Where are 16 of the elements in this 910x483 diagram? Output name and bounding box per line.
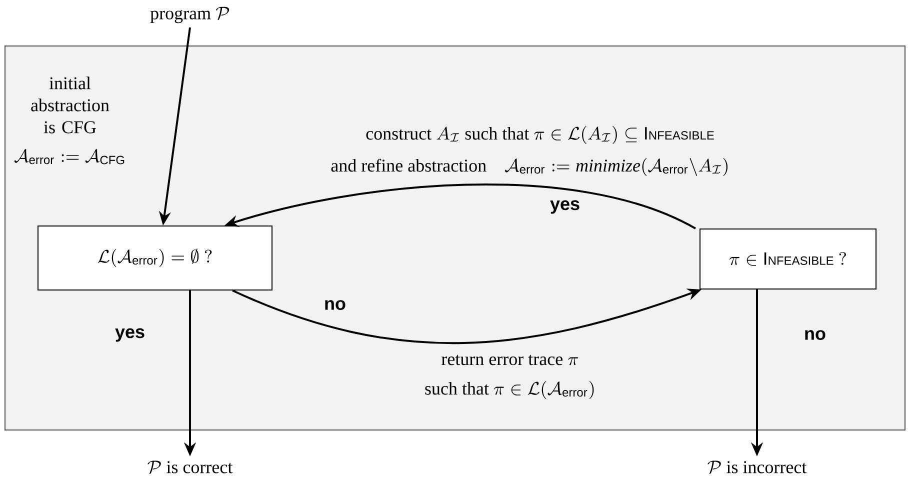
trace-text: $\text{such that } \pi \in \mathcal{L}(\mathcal{A}_{\mathsf{error}})$ (425, 380, 594, 399)
decision-box: $\mathcal{L}(\mathcal{A}_{\mathsf{error}}) = \emptyset\ ?$ (38, 226, 272, 290)
refinement-text: $\text{and refine abstraction}\quad \mathcal{A}_{\mathsf{error}} := \mathit{minimize}(\mathcal{A}_{\mathsf{error}} \backslash A_{\mathcal{I}})$ (331, 158, 728, 176)
edge-label: no (805, 330, 826, 340)
refinement-text: $\text{construct } A_{\mathcal{I}} \text{ such that } \pi \in \mathcal{L}(A_{\mathcal{I}}) \subseteq \mathsf{I}{\scriptstyle\mathsf{NFEASIBLE}}$ (366, 126, 714, 144)
trace-text: $\text{return error trace } \pi$ (442, 354, 578, 366)
edge-label: no (325, 300, 346, 310)
terminal-label: $\mathcal{P}\text{ is correct}$ (148, 460, 233, 474)
edge-label: yes (550, 200, 580, 214)
note-formula: $\mathcal{A}_{\mathsf{error}} := \mathcal{A}_{\mathsf{CFG}}$ (14, 149, 124, 164)
panel-background (4, 46, 906, 430)
note-text: initial abstraction is CFG (31, 76, 110, 134)
edge-label: yes (115, 328, 144, 342)
decision-box: $\pi \in \mathsf{I}{\scriptstyle\mathsf{NFEASIBLE}}\ ?$ (700, 228, 876, 290)
terminal-label: $\mathcal{P}\text{ is incorrect}$ (708, 460, 807, 474)
terminal-label: $\text{program } \mathcal{P}$ (150, 6, 230, 24)
